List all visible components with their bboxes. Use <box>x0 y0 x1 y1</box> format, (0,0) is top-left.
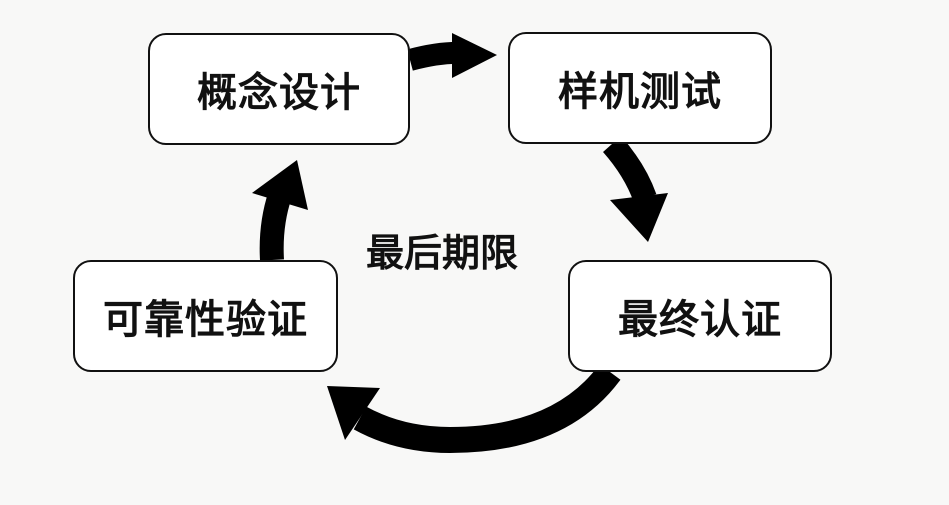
arrow-reliability-to-concept <box>252 160 308 261</box>
stage-reliability-verification: 可靠性验证 <box>73 260 338 372</box>
stage-label: 概念设计 <box>197 70 361 116</box>
stage-label: 样机测试 <box>558 69 722 115</box>
arrow-certification-to-reliability <box>327 364 621 454</box>
stage-label: 最终认证 <box>618 297 782 343</box>
arrow-prototype-to-certification <box>602 136 668 242</box>
stage-label: 可靠性验证 <box>103 297 308 343</box>
arrow-concept-to-prototype <box>407 33 497 78</box>
center-label: 最后期限 <box>366 231 519 275</box>
stage-prototype-testing: 样机测试 <box>508 32 772 144</box>
stage-final-certification: 最终认证 <box>568 260 832 372</box>
stage-concept-design: 概念设计 <box>148 33 410 145</box>
